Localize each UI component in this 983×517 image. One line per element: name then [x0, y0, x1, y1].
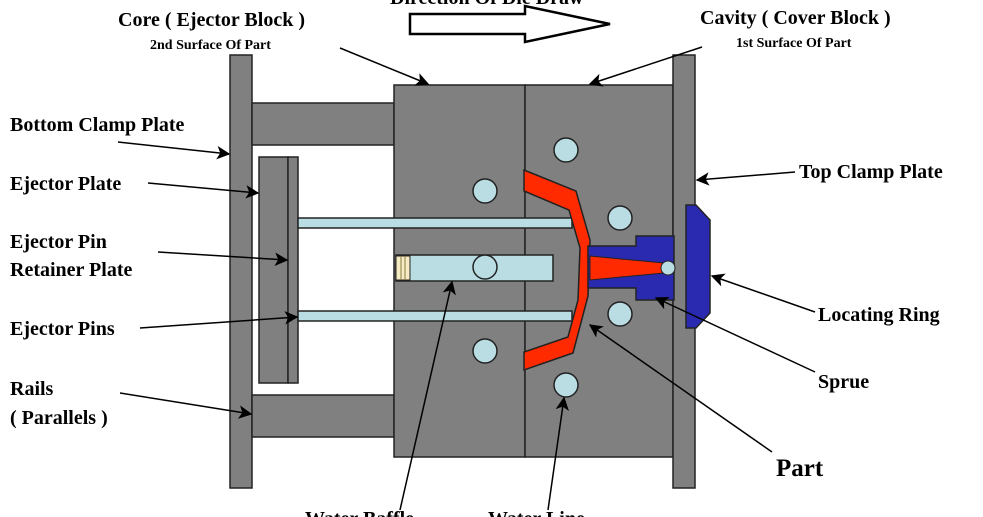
water-baffle-label: Water Baffle [305, 508, 414, 517]
part-label: Part [776, 455, 824, 482]
sprue-label: Sprue [818, 371, 869, 393]
water-lines [472, 137, 633, 398]
top-clamp-label: Top Clamp Plate [799, 161, 943, 183]
cavity-sub-label: 1st Surface Of Part [736, 36, 852, 51]
rail-top [251, 102, 395, 146]
rails-label-1: Rails [10, 378, 54, 400]
sprue-ball [660, 260, 676, 276]
direction-arrow [408, 4, 611, 44]
bottom-clamp-label: Bottom Clamp Plate [10, 114, 185, 136]
ejector-plate-label: Ejector Plate [10, 173, 121, 195]
ejector-pins-label: Ejector Pins [10, 318, 115, 340]
ejector-pin-lower [297, 310, 573, 322]
ejector-pin-label-2: Retainer Plate [10, 259, 132, 281]
water-line-label: Water Line [488, 508, 585, 517]
locating-ring-label: Locating Ring [818, 304, 940, 326]
cavity-label: Cavity ( Cover Block ) [700, 7, 891, 29]
ejector-pin-upper [297, 217, 573, 229]
direction-label: Direction Of Die Draw [390, 0, 584, 9]
bottom-clamp-plate [229, 54, 253, 489]
ejector-pin-retainer-plate [287, 156, 299, 384]
rails-label-2: ( Parallels ) [10, 407, 108, 429]
ejector-plate [258, 156, 289, 384]
core-label: Core ( Ejector Block ) [118, 9, 305, 31]
molded-part [523, 168, 591, 372]
core-sub-label: 2nd Surface Of Part [150, 38, 271, 53]
rail-bottom [251, 394, 395, 438]
leader-lines [117, 46, 816, 511]
ejector-pin-label-1: Ejector Pin [10, 231, 107, 253]
locating-ring [685, 204, 711, 329]
